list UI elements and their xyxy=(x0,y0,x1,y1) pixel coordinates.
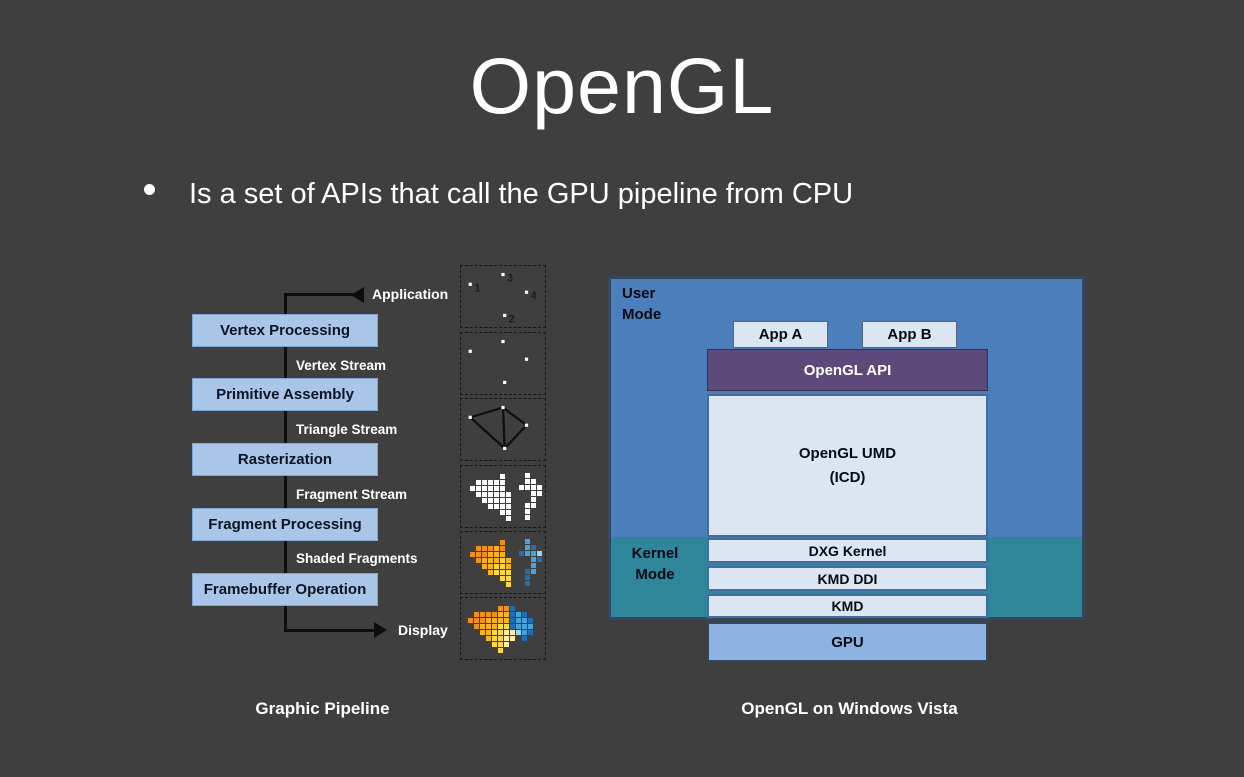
application-connector-line xyxy=(284,293,354,296)
kmd-box: KMD xyxy=(707,594,988,618)
umd-label-line2: (ICD) xyxy=(829,468,866,486)
stream-label-shaded-fragments: Shaded Fragments xyxy=(296,551,418,566)
user-mode-label: User Mode xyxy=(622,285,662,323)
caption-graphic-pipeline: Graphic Pipeline xyxy=(255,699,390,718)
dxg-kernel-box: DXG Kernel xyxy=(707,538,988,563)
stream-label-triangle: Triangle Stream xyxy=(296,422,398,437)
kernel-mode-label: Kernel Mode xyxy=(631,545,679,583)
stream-label-fragment: Fragment Stream xyxy=(296,487,408,502)
app-b-box: App B xyxy=(862,321,957,348)
application-label: Application xyxy=(372,286,449,302)
thumbnail-numbered-vertices: 1 3 4 2 xyxy=(460,265,546,328)
thumbnail-vertex-stream xyxy=(460,332,546,395)
display-label: Display xyxy=(398,622,448,638)
kmd-ddi-box: KMD DDI xyxy=(707,566,988,591)
page-title: OpenGL xyxy=(469,41,775,130)
svg-text:2: 2 xyxy=(509,313,515,325)
opengl-umd-box: OpenGL UMD (ICD) xyxy=(707,394,988,537)
stage-box-vertex-processing: Vertex Processing xyxy=(192,314,378,347)
opengl-api-box: OpenGL API xyxy=(707,349,988,391)
arrow-left-icon xyxy=(351,287,364,303)
svg-text:1: 1 xyxy=(474,282,480,294)
display-connector-line xyxy=(284,629,376,632)
thumbnail-raster-fragments xyxy=(460,465,546,528)
stage-box-framebuffer-operation: Framebuffer Operation xyxy=(192,573,378,606)
thumbnail-framebuffer-result xyxy=(460,597,546,660)
caption-opengl-vista: OpenGL on Windows Vista xyxy=(741,699,958,718)
app-a-box: App A xyxy=(733,321,828,348)
umd-label-line1: OpenGL UMD xyxy=(798,445,897,463)
stream-label-vertex: Vertex Stream xyxy=(296,358,387,373)
thumbnail-shaded-fragments xyxy=(460,531,546,594)
thumbnail-triangle-wireframe xyxy=(460,398,546,461)
svg-text:4: 4 xyxy=(531,290,538,302)
stage-box-rasterization: Rasterization xyxy=(192,443,378,476)
arrow-right-icon xyxy=(374,622,387,638)
svg-text:3: 3 xyxy=(507,273,513,285)
bullet-icon xyxy=(144,184,155,195)
stage-box-primitive-assembly: Primitive Assembly xyxy=(192,378,378,411)
gpu-box: GPU xyxy=(707,622,988,662)
bullet-text: Is a set of APIs that call the GPU pipel… xyxy=(189,178,854,210)
stage-box-fragment-processing: Fragment Processing xyxy=(192,508,378,541)
